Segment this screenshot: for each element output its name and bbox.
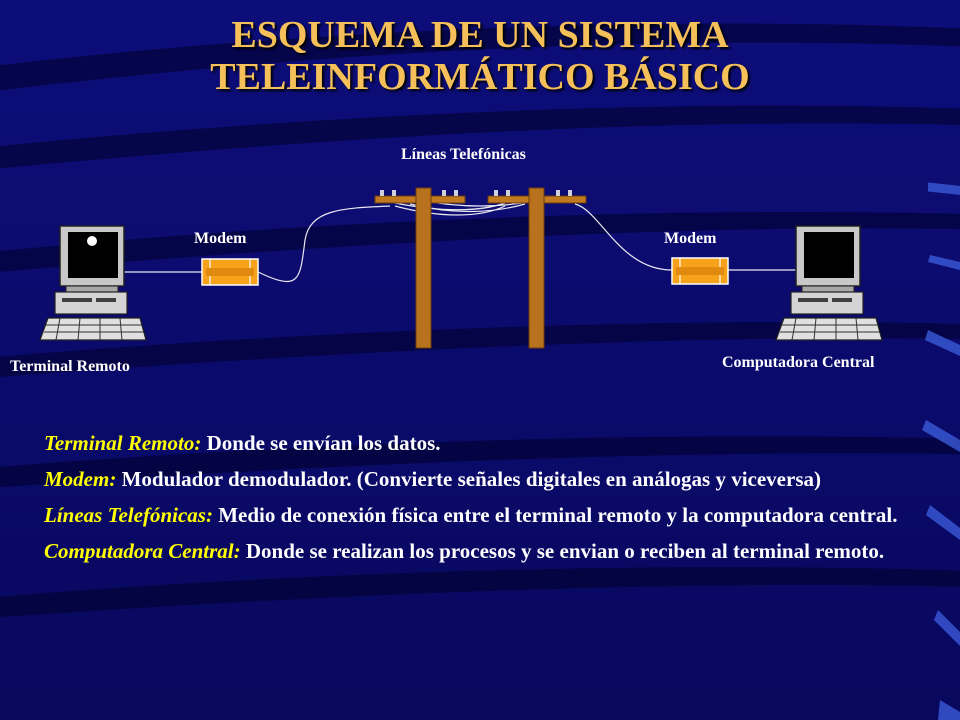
title-line-2: TELEINFORMÁTICO BÁSICO xyxy=(210,56,750,98)
definition-text: Donde se envían los datos. xyxy=(201,431,441,455)
definition-term: Computadora Central: xyxy=(44,539,241,563)
slide-title: ESQUEMA DE UN SISTEMA TELEINFORMÁTICO BÁ… xyxy=(0,14,960,98)
cable-pole-to-modem xyxy=(574,203,673,271)
definition-lineas-telefonicas: Líneas Telefónicas: Medio de conexión fí… xyxy=(44,502,914,529)
network-diagram xyxy=(39,187,883,349)
terminal-remoto-label: Terminal Remoto xyxy=(10,358,130,375)
definition-text: Modulador demodulador. (Convierte señale… xyxy=(116,467,821,491)
cable-modem-to-pole xyxy=(257,205,391,283)
computadora-central-computer-icon xyxy=(775,225,883,341)
telephone-pole-right xyxy=(487,187,587,349)
telephone-pole-left xyxy=(374,187,466,349)
modem-right-label: Modem xyxy=(664,230,717,247)
computadora-central-label: Computadora Central xyxy=(722,354,875,371)
definition-term: Líneas Telefónicas: xyxy=(44,503,213,527)
modem-left-icon xyxy=(201,258,259,286)
definition-terminal-remoto: Terminal Remoto: Donde se envían los dat… xyxy=(44,430,914,457)
modem-right-icon xyxy=(671,257,729,285)
definition-text: Donde se realizan los procesos y se envi… xyxy=(240,539,885,563)
definitions-list: Terminal Remoto: Donde se envían los dat… xyxy=(44,430,914,574)
terminal-remoto-computer-icon xyxy=(39,225,147,341)
definition-term: Terminal Remoto: xyxy=(44,431,202,455)
lineas-telefonicas-label: Líneas Telefónicas xyxy=(401,146,526,163)
definition-computadora-central: Computadora Central: Donde se realizan l… xyxy=(44,538,914,565)
title-line-1: ESQUEMA DE UN SISTEMA xyxy=(231,14,729,56)
modem-left-label: Modem xyxy=(194,230,247,247)
definition-term: Modem: xyxy=(44,467,117,491)
definition-text: Medio de conexión física entre el termin… xyxy=(212,503,898,527)
definition-modem: Modem: Modulador demodulador. (Convierte… xyxy=(44,466,914,493)
